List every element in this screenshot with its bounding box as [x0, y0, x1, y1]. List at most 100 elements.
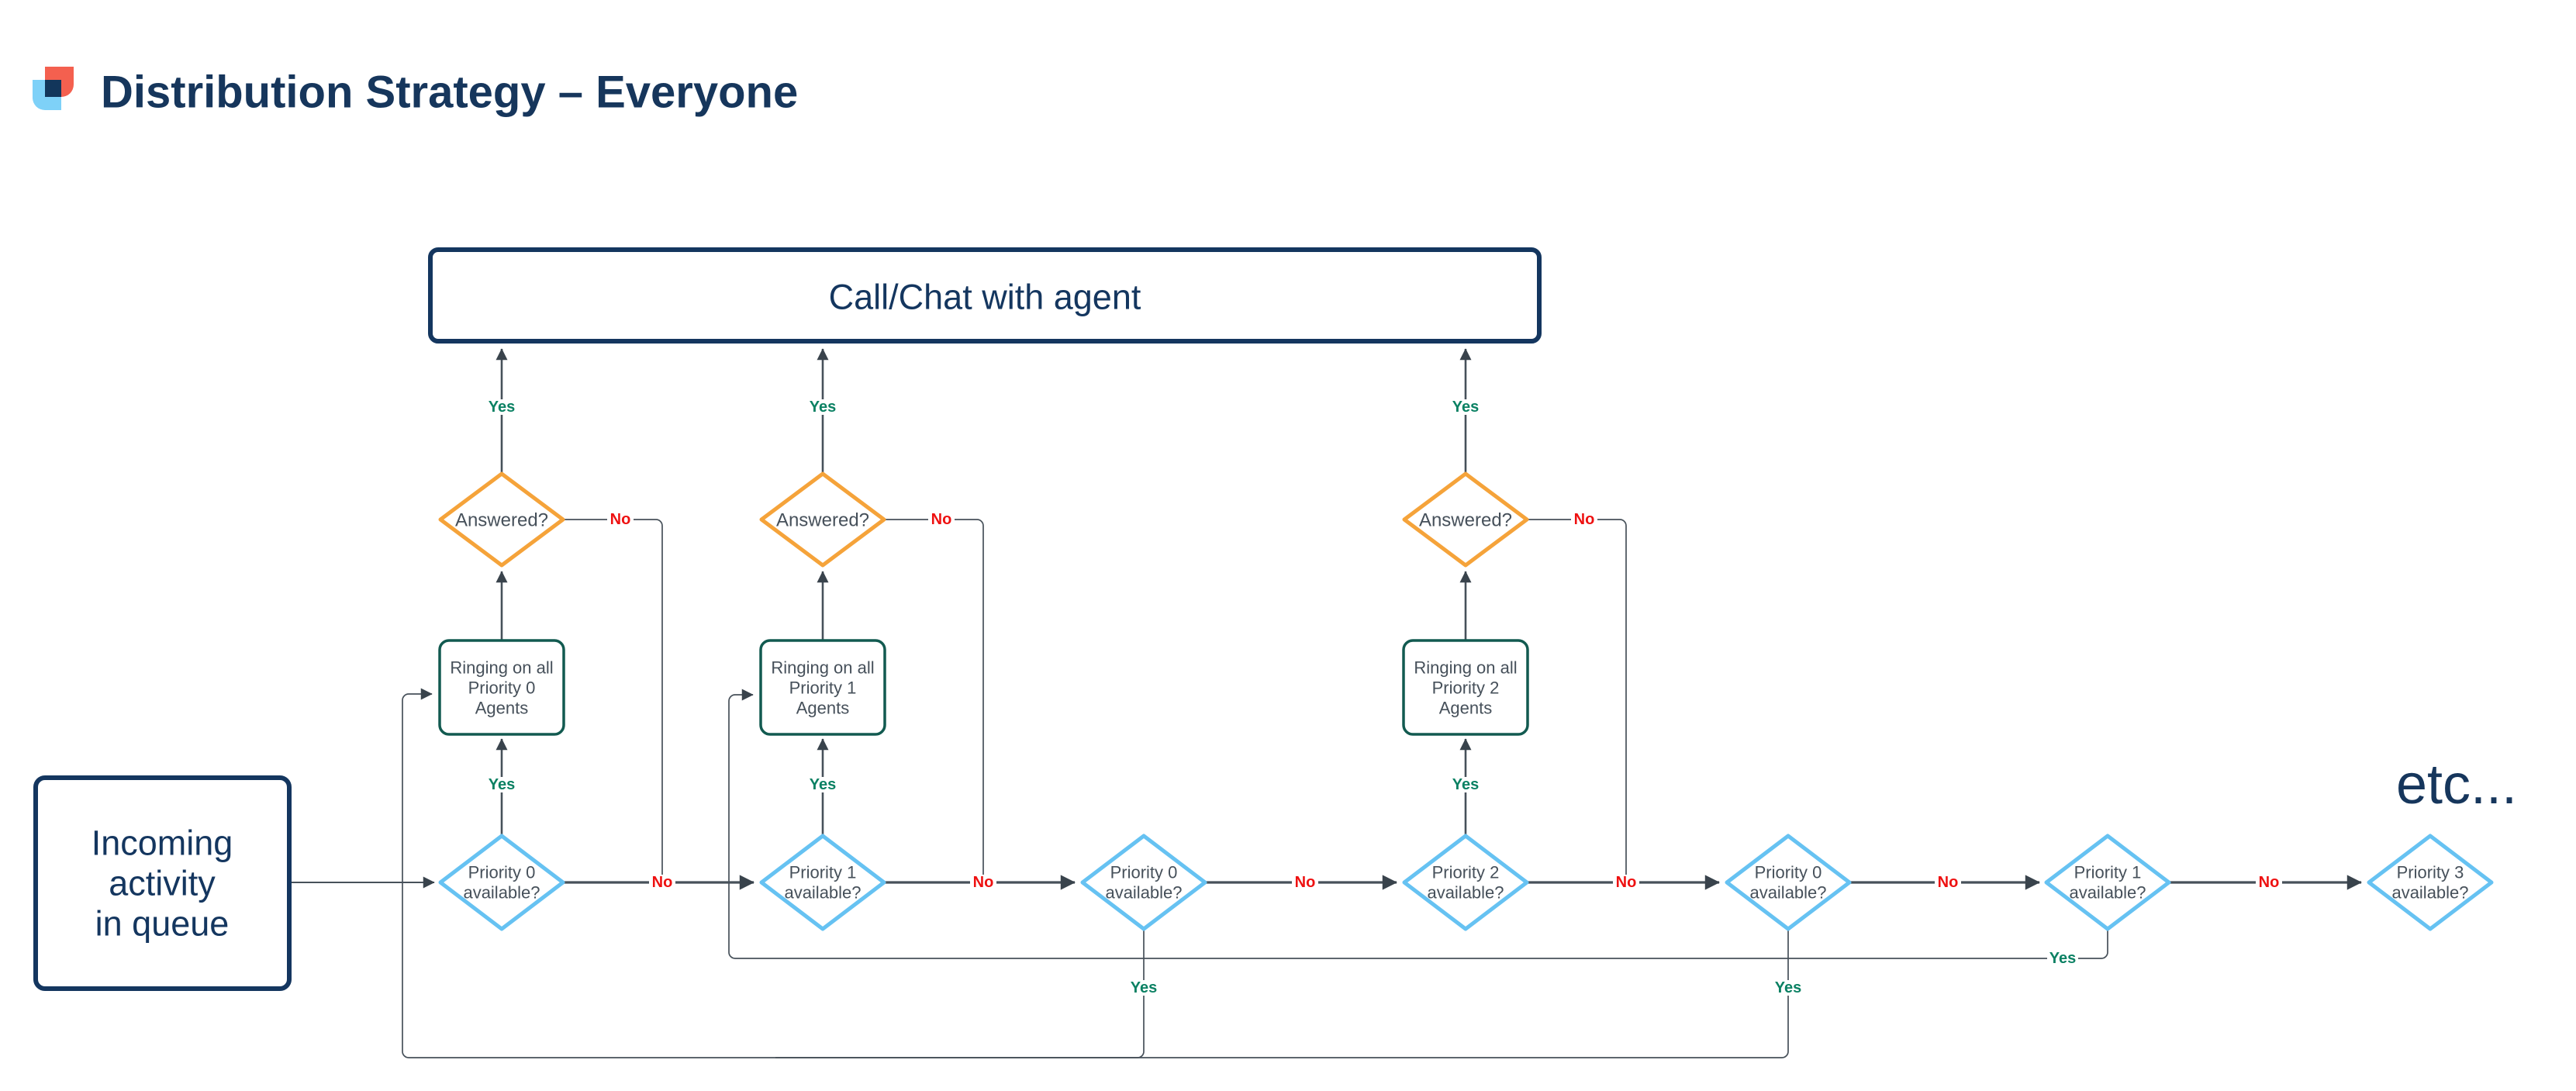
svg-text:Yes: Yes	[2049, 950, 2076, 967]
node-d5-priority0-available[interactable]: Priority 0 available?	[1725, 834, 1852, 931]
svg-text:Yes: Yes	[489, 776, 515, 793]
svg-text:Yes: Yes	[1775, 979, 1801, 996]
d6-line2: available?	[2069, 883, 2146, 903]
d1-line2: available?	[463, 883, 540, 903]
svg-text:Yes: Yes	[810, 399, 836, 416]
d5-line1: Priority 0	[1755, 863, 1822, 882]
node-d7-priority3-available[interactable]: Priority 3 available?	[2367, 834, 2494, 931]
d2-line2: available?	[784, 883, 861, 903]
svg-text:No: No	[1574, 511, 1595, 528]
yes-label: Yes	[1128, 979, 1159, 996]
ringing-p1-line3: Agents	[796, 699, 850, 718]
node-call-chat[interactable]: Call/Chat with agent	[428, 247, 1542, 344]
call-chat-label: Call/Chat with agent	[829, 278, 1141, 317]
svg-text:Yes: Yes	[1452, 776, 1479, 793]
d4-diamond[interactable]	[1402, 834, 1529, 931]
etc-label: etc...	[2396, 754, 2517, 816]
edge-d3-yes-loop	[775, 929, 1145, 1058]
answered3-label: Answered?	[1419, 510, 1512, 531]
d7-diamond[interactable]	[2367, 834, 2494, 931]
node-d2-priority1-available[interactable]: Priority 1 available?	[759, 834, 886, 931]
d2-line1: Priority 1	[789, 863, 857, 882]
node-d4-priority2-available[interactable]: Priority 2 available?	[1402, 834, 1529, 931]
svg-text:No: No	[610, 511, 631, 528]
ringing-p1-line2: Priority 1	[789, 678, 857, 698]
answered1-label: Answered?	[455, 510, 548, 531]
d6-line1: Priority 1	[2074, 863, 2142, 882]
d6-diamond[interactable]	[2044, 834, 2171, 931]
answered2-diamond[interactable]	[759, 471, 886, 568]
yes-label: Yes	[1450, 776, 1481, 793]
edge-d6-yes-loop	[728, 689, 2108, 959]
yes-label: Yes	[1773, 979, 1804, 996]
yes-label: Yes	[807, 776, 838, 793]
node-ringing-priority2[interactable]: Ringing on all Priority 2 Agents	[1402, 639, 1529, 736]
d7-line2: available?	[2391, 883, 2468, 903]
node-ringing-priority0[interactable]: Ringing on all Priority 0 Agents	[438, 639, 565, 736]
ringing-p0-line2: Priority 0	[468, 678, 536, 698]
node-d1-priority0-available[interactable]: Priority 0 available?	[438, 834, 565, 931]
app-logo	[33, 67, 74, 110]
ringing-p2-line3: Agents	[1439, 699, 1493, 718]
svg-text:No: No	[1295, 874, 1316, 891]
no-label: No	[928, 511, 955, 528]
yes-label: Yes	[486, 776, 517, 793]
yes-label: Yes	[1450, 399, 1481, 416]
no-label: No	[1613, 874, 1639, 891]
node-incoming-activity[interactable]: Incoming activity in queue	[33, 775, 292, 991]
edge-answered3-no	[1528, 519, 1627, 882]
d4-line2: available?	[1427, 883, 1504, 903]
page-title: Distribution Strategy – Everyone	[101, 67, 798, 118]
svg-text:No: No	[973, 874, 994, 891]
no-label: No	[607, 511, 634, 528]
svg-text:Yes: Yes	[810, 776, 836, 793]
incoming-box[interactable]	[33, 775, 292, 991]
yes-label: Yes	[807, 399, 838, 416]
d7-line1: Priority 3	[2397, 863, 2464, 882]
d1-line1: Priority 0	[468, 863, 536, 882]
ringing-p0-line3: Agents	[475, 699, 529, 718]
d5-line2: available?	[1749, 883, 1826, 903]
incoming-label-line2: activity	[109, 864, 216, 903]
incoming-label-line3: in queue	[95, 904, 230, 944]
answered1-diamond[interactable]	[438, 471, 565, 568]
d3-line2: available?	[1105, 883, 1182, 903]
svg-text:No: No	[931, 511, 952, 528]
node-d6-priority1-available[interactable]: Priority 1 available?	[2044, 834, 2171, 931]
d1-diamond[interactable]	[438, 834, 565, 931]
answered3-diamond[interactable]	[1402, 471, 1529, 568]
answered2-label: Answered?	[776, 510, 869, 531]
node-answered-2[interactable]: Answered?	[759, 471, 886, 568]
svg-text:No: No	[1938, 874, 1959, 891]
call-chat-box[interactable]	[428, 247, 1542, 344]
no-label: No	[1292, 874, 1318, 891]
svg-text:Yes: Yes	[1131, 979, 1157, 996]
ringing-p2-box[interactable]	[1402, 639, 1529, 736]
no-label: No	[649, 874, 675, 891]
edge-d5-yes-loop	[402, 688, 1789, 1058]
ringing-p1-box[interactable]	[759, 639, 886, 736]
no-label: No	[970, 874, 996, 891]
yes-label: Yes	[2047, 950, 2078, 967]
node-answered-1[interactable]: Answered?	[438, 471, 565, 568]
d3-diamond[interactable]	[1080, 834, 1207, 931]
no-label: No	[1571, 511, 1597, 528]
incoming-label-line1: Incoming	[92, 823, 233, 863]
d2-diamond[interactable]	[759, 834, 886, 931]
svg-text:No: No	[2259, 874, 2280, 891]
ringing-p2-line1: Ringing on all	[1414, 658, 1517, 678]
node-d3-priority0-available[interactable]: Priority 0 available?	[1080, 834, 1207, 931]
edge-answered1-no	[564, 519, 663, 882]
node-answered-3[interactable]: Answered?	[1402, 471, 1529, 568]
ringing-p0-line1: Ringing on all	[450, 658, 553, 678]
node-ringing-priority1[interactable]: Ringing on all Priority 1 Agents	[759, 639, 886, 736]
d5-diamond[interactable]	[1725, 834, 1852, 931]
svg-text:Yes: Yes	[1452, 399, 1479, 416]
svg-text:Yes: Yes	[489, 399, 515, 416]
ringing-p0-box[interactable]	[438, 639, 565, 736]
no-label: No	[2256, 874, 2282, 891]
d3-line1: Priority 0	[1110, 863, 1178, 882]
logo-navy-square	[45, 80, 61, 97]
edge-labels: Yes Yes Yes Yes Yes Yes Yes Yes Yes No N…	[486, 399, 2282, 996]
